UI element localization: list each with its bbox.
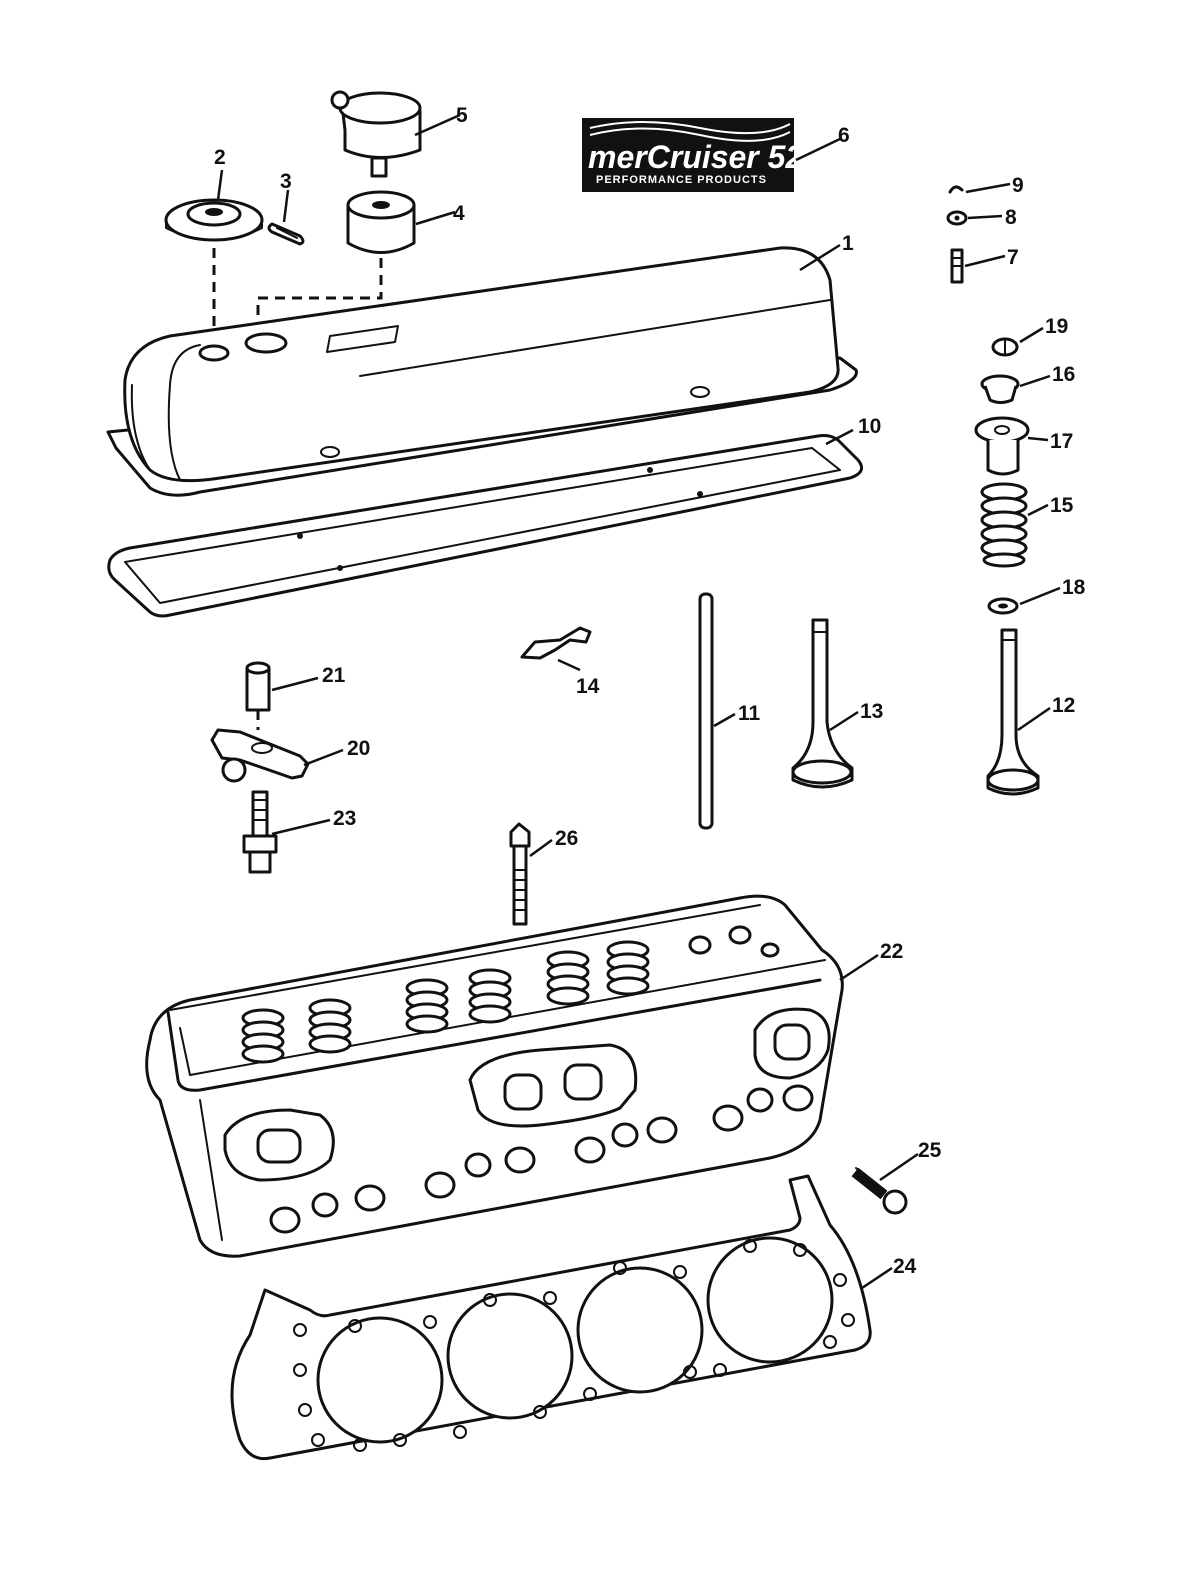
callout-13: 13 [860, 700, 883, 723]
callout-10: 10 [858, 415, 881, 438]
callout-23: 23 [333, 807, 356, 830]
callout-22: 22 [880, 940, 903, 963]
callout-6: 6 [838, 124, 850, 147]
part-21-nut [245, 661, 271, 712]
callout-8: 8 [1005, 206, 1017, 229]
part-2-oil-cap [164, 198, 264, 242]
callout-26: 26 [555, 827, 578, 850]
callout-16: 16 [1052, 363, 1075, 386]
callout-4: 4 [453, 202, 465, 225]
callout-7: 7 [1007, 246, 1019, 269]
logo-brand-text: merCruiser 525 [588, 139, 822, 175]
callout-14: 14 [576, 675, 600, 698]
part-11-pushrod [698, 592, 714, 830]
assembly-line-4 [256, 258, 383, 330]
part-24-head-gasket [230, 1174, 872, 1461]
part-7-stud [950, 248, 964, 284]
callout-9: 9 [1012, 174, 1024, 197]
callout-1: 1 [842, 232, 854, 255]
part-19-keepers [991, 337, 1019, 357]
part-1-valve-cover [106, 246, 858, 497]
callout-12: 12 [1052, 694, 1075, 717]
leader-lines [216, 113, 1061, 1290]
callout-24: 24 [893, 1255, 917, 1278]
callout-labels: 2 3 4 5 6 1 7 8 9 10 19 16 17 15 18 12 1… [214, 104, 1086, 1278]
gasket-holes [293, 1239, 855, 1452]
part-3-clamp [267, 222, 305, 246]
callout-3: 3 [280, 170, 292, 193]
part-18-shim [987, 597, 1019, 615]
part-10-gasket [107, 434, 864, 618]
part-23-rocker-stud [242, 790, 278, 874]
head-valve-springs [241, 940, 650, 1064]
callout-15: 15 [1050, 494, 1074, 517]
part-5-breather [330, 90, 422, 178]
callout-18: 18 [1062, 576, 1086, 599]
callout-11: 11 [738, 702, 761, 725]
head-bosses [269, 1084, 814, 1234]
callout-21: 21 [322, 664, 346, 687]
callout-25: 25 [918, 1139, 942, 1162]
head-ports [223, 1007, 831, 1182]
part-9-clip [948, 185, 964, 194]
callout-19: 19 [1045, 315, 1068, 338]
part-22-cylinder-head [145, 894, 844, 1258]
part-14-guide-plate [520, 626, 592, 660]
part-25-bolt [851, 1167, 908, 1215]
part-17-seal [974, 416, 1030, 476]
part-13-valve [791, 618, 854, 789]
callout-17: 17 [1050, 430, 1073, 453]
callout-20: 20 [347, 737, 370, 760]
part-12-valve [986, 628, 1040, 796]
part-4-grommet [346, 190, 416, 254]
part-6-logo-badge: merCruiser 525 PERFORMANCE PRODUCTS [582, 118, 822, 192]
callout-5: 5 [456, 104, 468, 127]
part-15-valve-spring [980, 482, 1028, 568]
part-8-nut [946, 210, 968, 226]
part-16-retainer [980, 374, 1020, 404]
part-26-head-bolt [509, 822, 531, 926]
logo-tagline-text: PERFORMANCE PRODUCTS [596, 174, 767, 186]
part-20-rocker-arm [210, 728, 310, 783]
callout-2: 2 [214, 146, 226, 169]
